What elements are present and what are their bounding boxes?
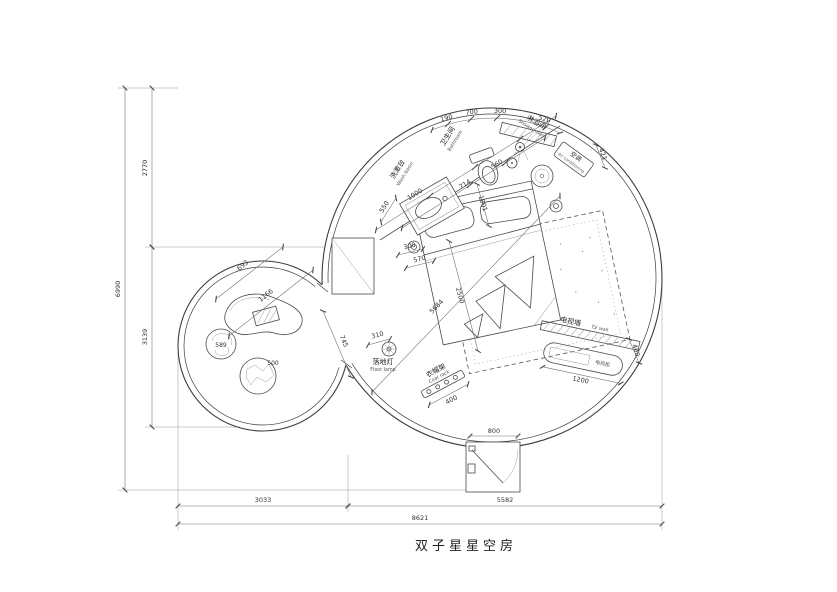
- dim-coat-rack: 400: [444, 393, 459, 406]
- dim-714: 714: [458, 178, 473, 191]
- nightstand-right: [549, 199, 563, 213]
- entry-porch: 800: [465, 427, 521, 493]
- extension-lines: [118, 87, 663, 530]
- dim-tv-depth: 400: [630, 343, 641, 357]
- tv-wall-label-cn: 电视墙: [559, 315, 581, 328]
- dim-pouf-small: 589: [215, 342, 227, 349]
- dim-pouf-large: 500: [267, 360, 279, 367]
- dim-550: 550: [378, 200, 391, 215]
- desk-laptop: [252, 305, 280, 327]
- dim-tv-cabinet: 1200: [572, 374, 590, 385]
- dim-overall-height: 6990: [114, 281, 122, 298]
- dim-560: 560: [490, 158, 505, 171]
- dim-190: 190: [439, 113, 453, 124]
- floor-lamp-label-cn: 落地灯: [373, 357, 394, 366]
- toilet-tank: [469, 147, 495, 164]
- dim-1166: 1166: [257, 287, 275, 303]
- dim-upper-height: 2770: [141, 160, 149, 177]
- coat-rack: 衣帽架 Coat rack 400: [421, 361, 470, 409]
- dim-lamp: 310: [370, 330, 384, 341]
- dim-lower-height: 3139: [141, 329, 149, 346]
- dim-520: 520: [537, 113, 551, 124]
- door-leaf: [471, 449, 504, 484]
- dim-door-width: 800: [488, 427, 500, 435]
- tv-cabinet-label-cn: 电视柜: [594, 359, 610, 369]
- dim-overall-width: 8621: [412, 514, 429, 522]
- door-swing-arc: [502, 449, 519, 484]
- dim-570: 570: [413, 254, 427, 265]
- floor-drain: [530, 164, 554, 188]
- tv-cabinet: [543, 342, 623, 376]
- toilet-accessory: [506, 157, 518, 169]
- tv-wall-label-en: TV wall: [590, 324, 609, 334]
- floor-lamp-label-en: Floor lamp: [370, 367, 395, 373]
- pouf-large: 500: [239, 357, 279, 395]
- dim-700: 700: [465, 107, 478, 116]
- drawing-title: 双子星星空房: [415, 538, 517, 554]
- door-stop: [467, 463, 476, 474]
- door-leaf-panel: [468, 445, 476, 452]
- bottom-dimension-chain: 3033 5582 8621: [175, 496, 665, 527]
- dim-bottom-small: 3033: [255, 496, 272, 504]
- floor-lamp: 落地灯 Floor lamp 310: [365, 330, 397, 373]
- dim-421: 421: [597, 147, 609, 161]
- dim-bottom-large: 5582: [497, 496, 514, 504]
- dim-693: 693: [235, 258, 250, 272]
- tv-wall: 电视墙 TV wall 电视柜 1200: [539, 315, 641, 386]
- left-dimension-chain: 2770 3139 6990: [114, 85, 155, 493]
- wall-alcove: [331, 237, 375, 295]
- air-conditioner: 空调 Air conditioning: [553, 141, 594, 178]
- room-labels: 洗漱台 Wash basin 卫生间 Bathroom 淋浴间 Shower r…: [388, 113, 548, 187]
- pouf-small: 589: [205, 328, 237, 360]
- dim-300-top: 300: [494, 107, 507, 116]
- tv-set: [548, 346, 591, 366]
